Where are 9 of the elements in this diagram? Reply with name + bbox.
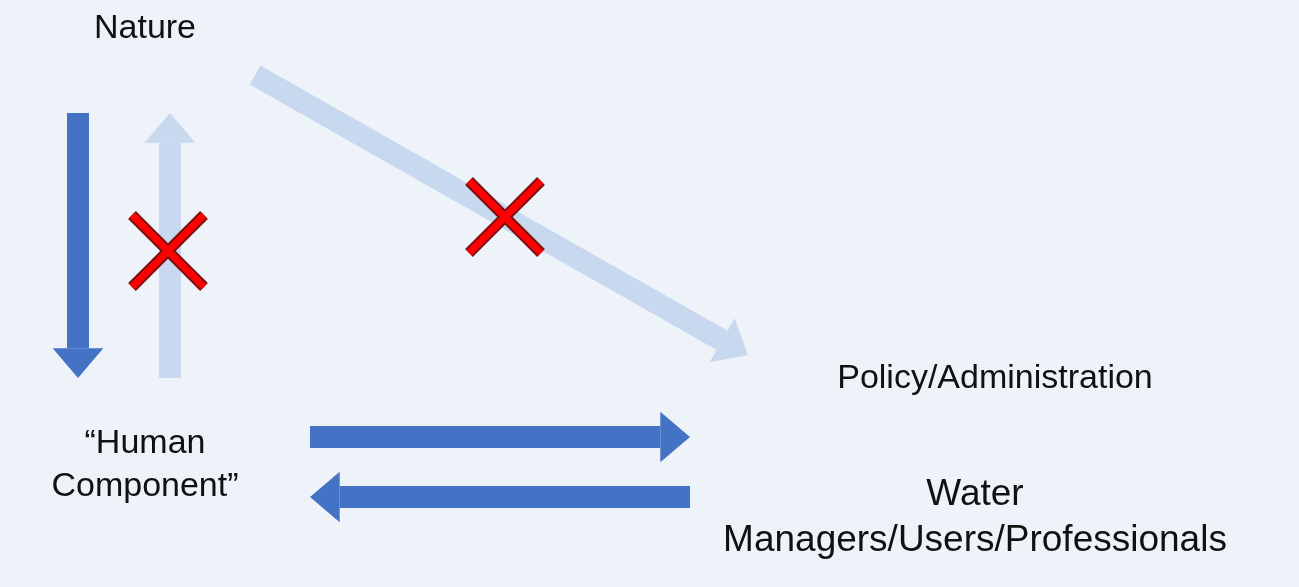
block-arrow: [52, 113, 104, 378]
node-label: Policy/Administration: [748, 355, 1220, 398]
block-arrow: [144, 113, 196, 378]
node-label: “Human Component”: [0, 378, 370, 505]
node-label: Nature: [60, 5, 255, 114]
block-arrow: [310, 471, 690, 523]
block-arrow: [249, 65, 748, 363]
block-arrow: [310, 411, 690, 463]
node-label: Water Managers/Users/Professionals: [690, 470, 1235, 563]
